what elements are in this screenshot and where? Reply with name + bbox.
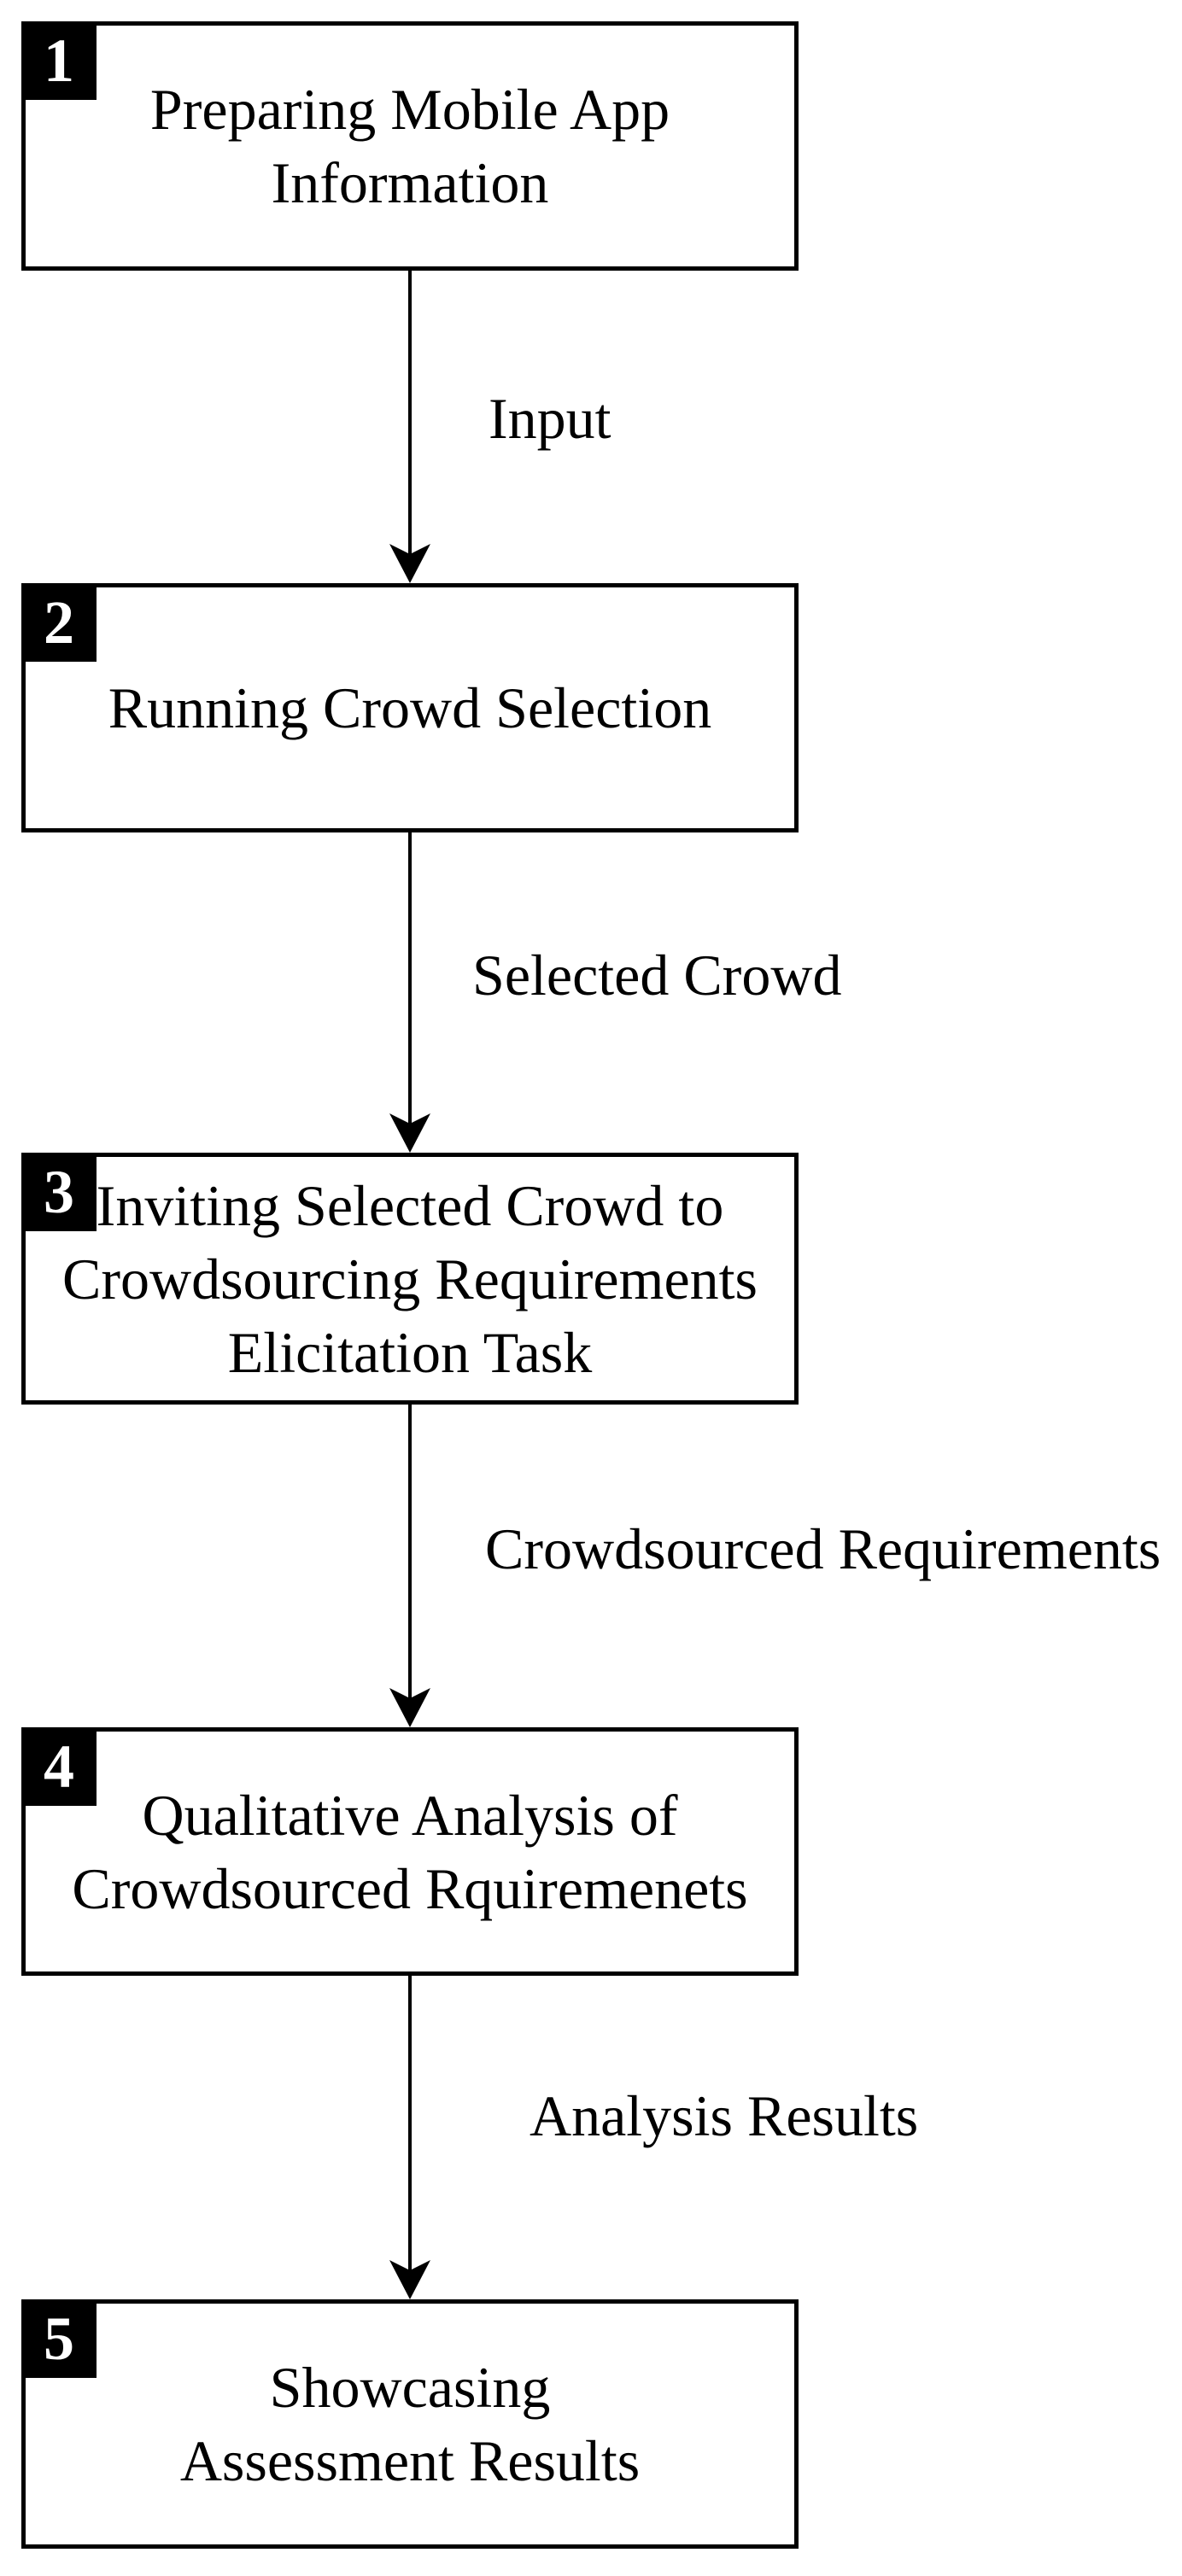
step-title: Inviting Selected Crowd to Crowdsourcing… (26, 1157, 794, 1400)
step-box-3: 3 Inviting Selected Crowd to Crowdsourci… (21, 1153, 799, 1405)
step-title-line: Showcasing (269, 2355, 551, 2420)
step-box-2: 2 Running Crowd Selection (21, 583, 799, 832)
step-number: 3 (44, 1157, 74, 1226)
step-title-line: Crowdsourcing Requirements (62, 1246, 758, 1311)
arrow-label: Analysis Results (530, 2083, 919, 2148)
step-number: 2 (44, 587, 74, 657)
step-title-line: Information (271, 150, 549, 215)
step-box-5: 5 Showcasing Assessment Results (21, 2299, 799, 2549)
step-title-line: Running Crowd Selection (108, 675, 712, 740)
step-number-badge: 2 (21, 583, 97, 662)
step-number: 4 (44, 1732, 74, 1801)
step-title: Qualitative Analysis of Crowdsourced Rqu… (26, 1732, 794, 1971)
step-number-badge: 4 (21, 1727, 97, 1806)
down-arrow-icon (384, 1405, 436, 1727)
step-title-line: Qualitative Analysis of (142, 1782, 678, 1848)
step-title-line: Assessment Results (179, 2428, 641, 2493)
step-number-badge: 1 (21, 21, 97, 100)
arrow-label: Crowdsourced Requirements (485, 1516, 1162, 1581)
step-number: 1 (44, 26, 74, 95)
down-arrow-icon (384, 271, 436, 583)
step-title: Showcasing Assessment Results (26, 2304, 794, 2544)
step-title-line: Crowdsourced Rquiremenets (72, 1855, 748, 1921)
arrow-label: Selected Crowd (472, 943, 842, 1008)
down-arrow-icon (384, 832, 436, 1153)
step-title-line: Inviting Selected Crowd to (96, 1172, 724, 1238)
step-title-line: Preparing Mobile App (149, 77, 670, 142)
step-box-4: 4 Qualitative Analysis of Crowdsourced R… (21, 1727, 799, 1976)
step-number-badge: 3 (21, 1153, 97, 1231)
arrow-label: Input (489, 386, 611, 451)
step-number: 5 (44, 2304, 74, 2373)
step-number-badge: 5 (21, 2299, 97, 2378)
step-title-line: Elicitation Task (227, 1319, 593, 1385)
down-arrow-icon (384, 1975, 436, 2299)
step-title: Running Crowd Selection (26, 587, 794, 828)
step-box-1: 1 Preparing Mobile App Information (21, 21, 799, 271)
step-title: Preparing Mobile App Information (26, 26, 794, 266)
